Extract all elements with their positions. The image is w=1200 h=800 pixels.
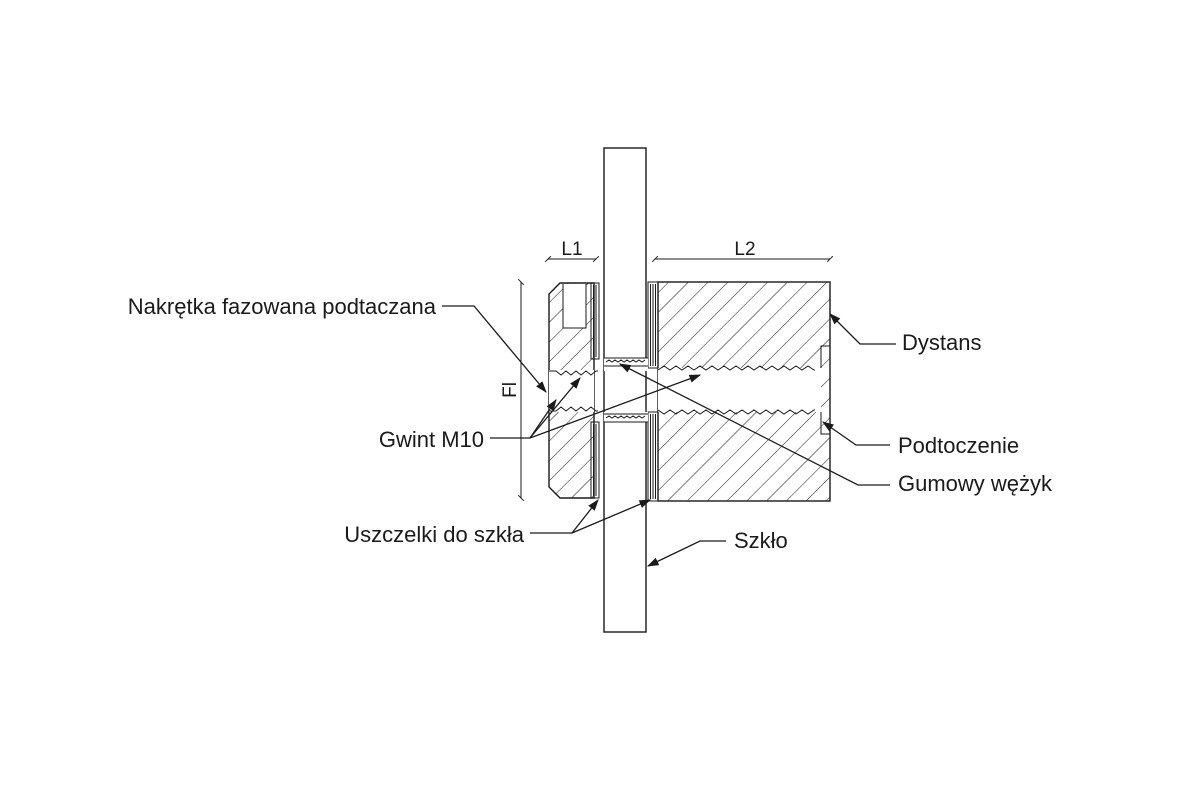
spacer-body: [657, 281, 831, 502]
label-hose: Gumowy wężyk: [898, 471, 1053, 496]
label-spacer: Dystans: [902, 330, 981, 355]
dimension-l1-label: L1: [561, 239, 582, 260]
callout-spacer: Dystans: [829, 313, 981, 355]
dimension-l1: L1: [544, 239, 600, 263]
label-glass: Szkło: [734, 528, 788, 553]
spacer-seal: [647, 281, 659, 502]
label-nut: Nakrętka fazowana podtaczana: [128, 294, 437, 319]
callout-thread: Gwint M10: [379, 374, 702, 452]
callout-hose: Gumowy wężyk: [618, 363, 1053, 496]
dimension-fi: Fl: [500, 278, 525, 502]
label-undercut: Podtoczenie: [898, 433, 1019, 458]
callout-glass: Szkło: [646, 528, 788, 567]
label-seals: Uszczelki do szkła: [344, 522, 524, 547]
callout-undercut: Podtoczenie: [822, 421, 1019, 458]
dimension-fi-label: Fl: [500, 382, 521, 398]
dimension-l2: L2: [651, 239, 834, 263]
callout-nut: Nakrętka fazowana podtaczana: [128, 294, 547, 393]
dimension-l2-label: L2: [734, 239, 755, 260]
glass-pane: [603, 147, 647, 633]
label-thread: Gwint M10: [379, 427, 484, 452]
nut-seal: [590, 282, 600, 499]
callout-seals: Uszczelki do szkła: [344, 499, 652, 547]
